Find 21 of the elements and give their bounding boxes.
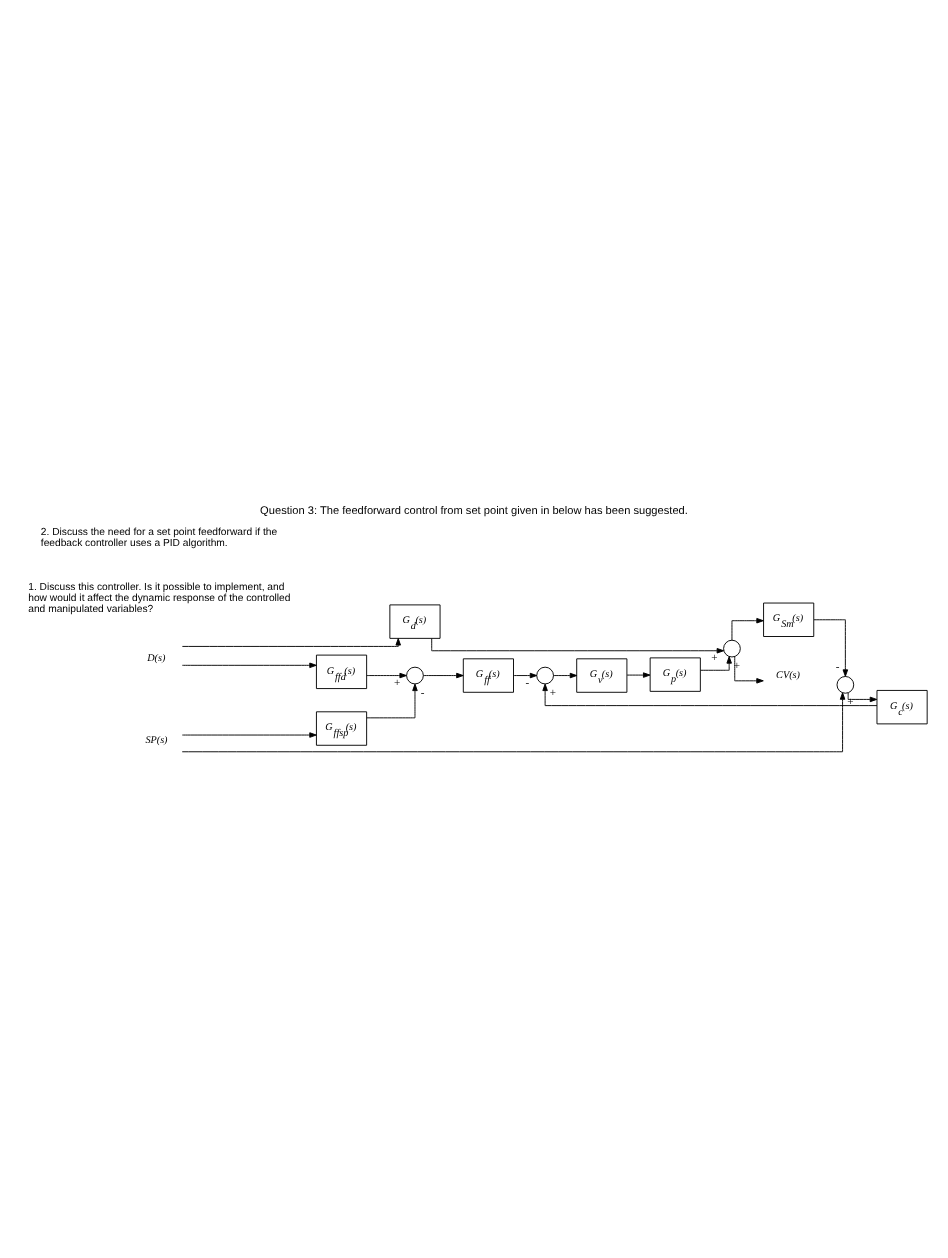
arrow [366,682,418,718]
arrow [542,682,878,706]
arrow [181,731,317,737]
arrow [731,616,764,640]
arrow [181,637,401,646]
arrow [431,637,725,653]
arrow [553,671,578,678]
arrow [626,671,651,677]
arrow [513,671,538,678]
node-circle [406,665,424,684]
arrow [181,691,846,752]
node-circle [723,638,741,657]
arrow [847,691,878,702]
node-circle [836,675,855,693]
arrow [181,661,317,668]
node-circle [536,665,554,684]
arrow [366,671,407,678]
arrow [700,655,732,670]
arrow [422,671,464,678]
arrow [813,618,849,676]
arrow [734,655,764,683]
